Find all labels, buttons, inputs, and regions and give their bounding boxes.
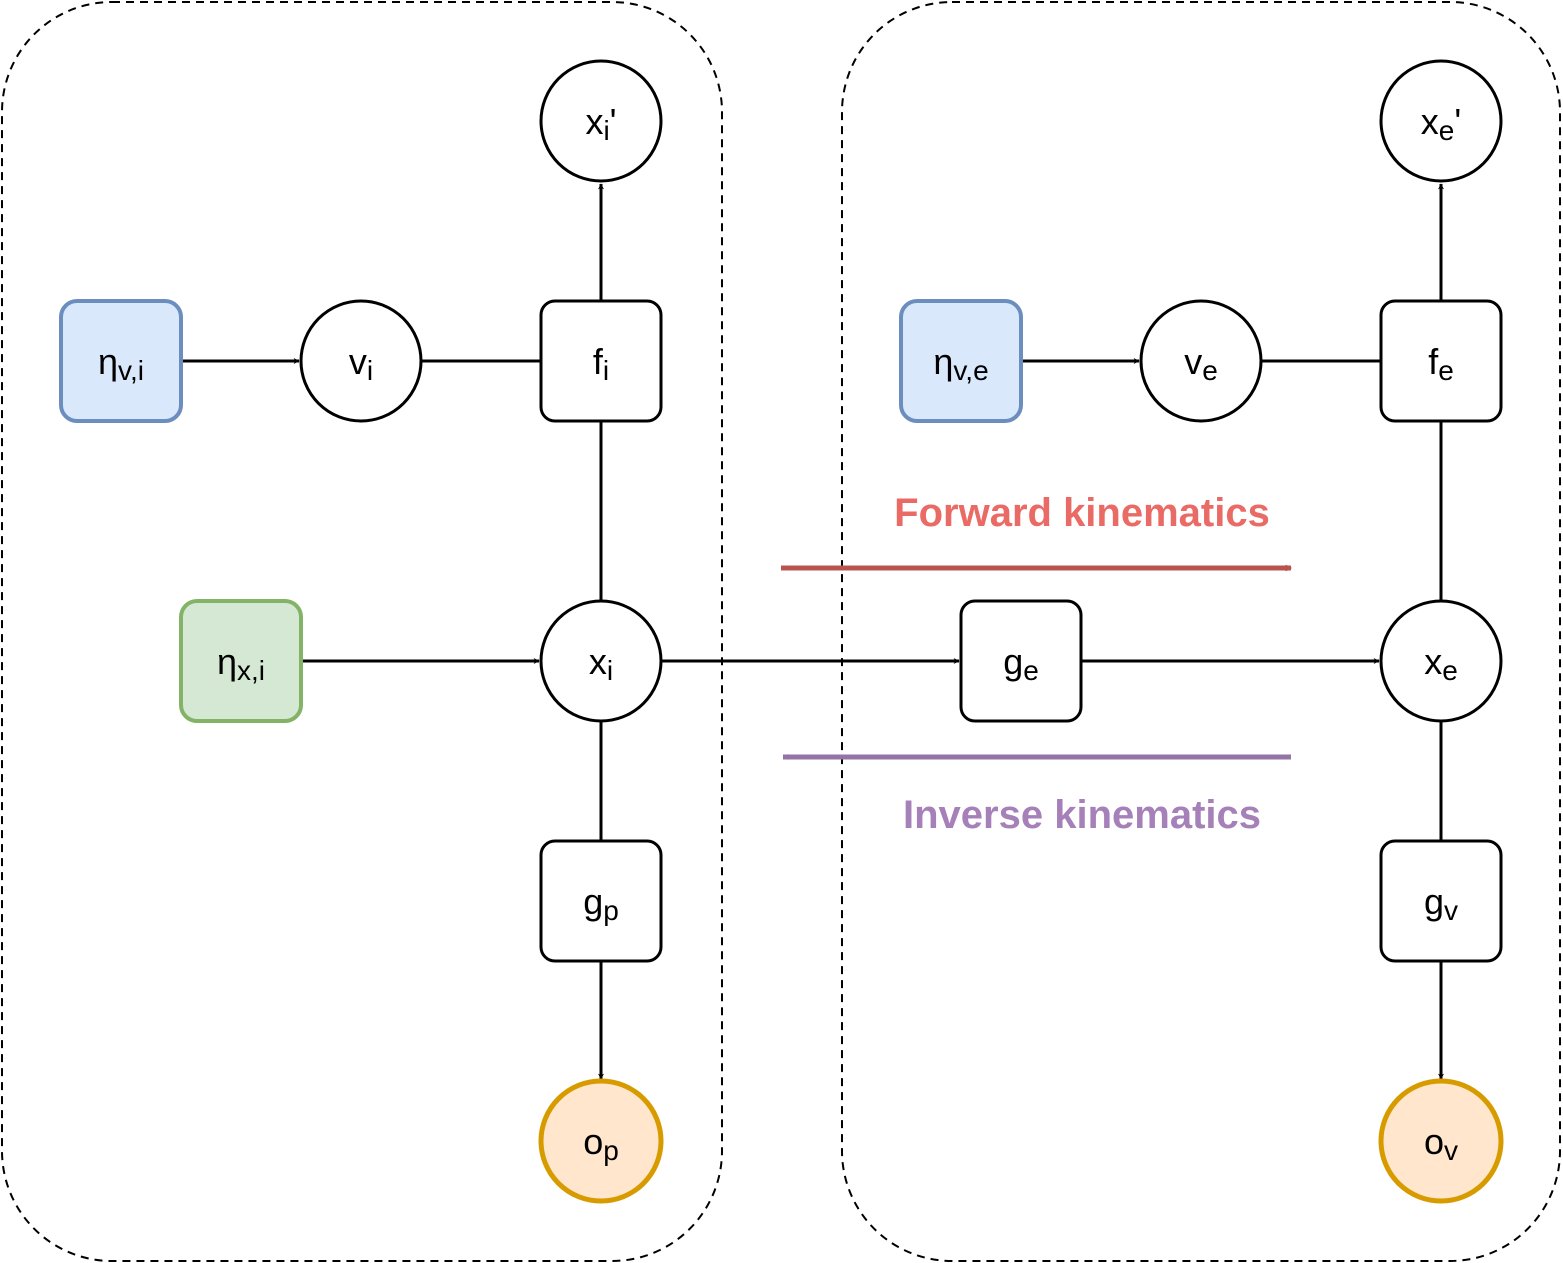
label-xi: xi	[589, 641, 613, 686]
forward-kinematics-label: Forward kinematics	[894, 491, 1270, 535]
factor-node-gp[interactable]	[539, 839, 663, 963]
group-container-left	[1, 1, 723, 1262]
label-eta-ve: ηv,e	[933, 341, 988, 386]
observation-node-op[interactable]	[538, 1078, 664, 1204]
node-xe[interactable]	[1379, 599, 1503, 723]
node-xi[interactable]	[539, 599, 663, 723]
factor-node-fe[interactable]	[1379, 299, 1503, 423]
label-xe: xe	[1424, 641, 1458, 686]
node-vi[interactable]	[299, 299, 423, 423]
factor-node-fi[interactable]	[539, 299, 663, 423]
label-ge: ge	[1003, 641, 1039, 686]
node-xi-prime[interactable]	[539, 59, 663, 183]
group-container-right	[841, 1, 1561, 1262]
noise-node-eta-ve[interactable]	[899, 299, 1023, 423]
label-ve: ve	[1184, 341, 1218, 386]
label-xe-prime: xe'	[1421, 101, 1461, 146]
label-gv: gv	[1424, 881, 1458, 926]
inverse-kinematics-label: Inverse kinematics	[903, 793, 1261, 837]
node-xe-prime[interactable]	[1379, 59, 1503, 183]
label-fi: fi	[593, 341, 609, 386]
label-op: op	[583, 1121, 619, 1166]
label-eta-xi: ηx,i	[217, 641, 265, 686]
observation-node-ov[interactable]	[1378, 1078, 1504, 1204]
factor-node-ge[interactable]	[959, 599, 1083, 723]
noise-node-eta-xi[interactable]	[179, 599, 303, 723]
label-fe: fe	[1428, 341, 1454, 386]
factor-node-gv[interactable]	[1379, 839, 1503, 963]
label-eta-vi: ηv,i	[98, 341, 144, 386]
label-vi: vi	[349, 341, 373, 386]
label-ov: ov	[1424, 1121, 1458, 1166]
label-xi-prime: xi'	[585, 101, 616, 146]
node-ve[interactable]	[1139, 299, 1263, 423]
label-gp: gp	[583, 881, 619, 926]
noise-node-eta-vi[interactable]	[59, 299, 183, 423]
